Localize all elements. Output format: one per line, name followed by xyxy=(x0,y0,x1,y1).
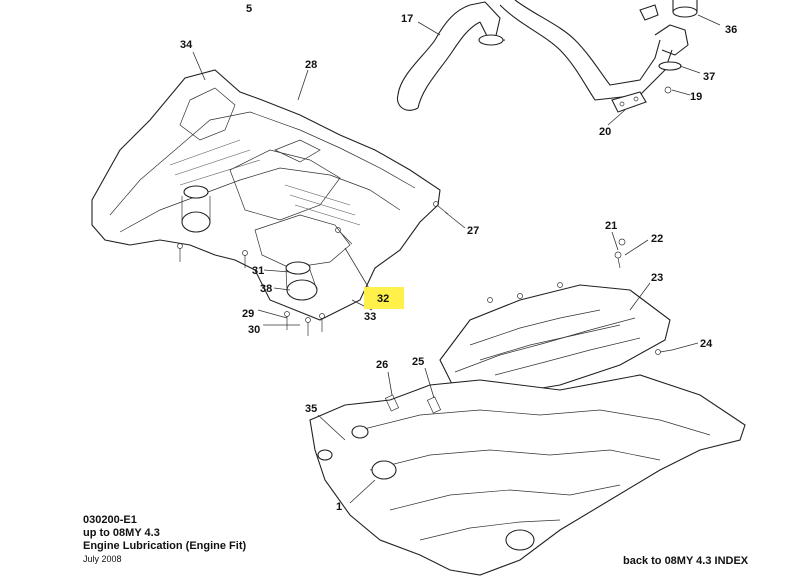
diagram-title: Engine Lubrication (Engine Fit) xyxy=(83,540,247,552)
callout-19[interactable]: 19 xyxy=(690,91,702,103)
callout-29[interactable]: 29 xyxy=(242,308,254,320)
callout-labels: 5 17 36 34 28 37 19 20 21 22 27 31 23 38… xyxy=(180,3,737,513)
oil-hose-assembly xyxy=(396,0,698,113)
callout-21[interactable]: 21 xyxy=(605,220,617,232)
diagram-caption: 030200-E1 up to 08MY 4.3 Engine Lubricat… xyxy=(83,514,246,566)
callout-33[interactable]: 33 xyxy=(364,311,376,323)
callout-37[interactable]: 37 xyxy=(703,71,715,83)
callout-35[interactable]: 35 xyxy=(305,403,317,415)
callout-36[interactable]: 36 xyxy=(725,24,737,36)
callout-5[interactable]: 5 xyxy=(246,3,252,15)
callout-23[interactable]: 23 xyxy=(651,272,663,284)
callout-30[interactable]: 30 xyxy=(248,324,260,336)
callout-26[interactable]: 26 xyxy=(376,359,388,371)
lower-sump-assembly xyxy=(309,238,746,576)
callout-24[interactable]: 24 xyxy=(700,338,713,350)
leader-lines xyxy=(192,14,721,504)
callout-20[interactable]: 20 xyxy=(599,126,611,138)
callout-28[interactable]: 28 xyxy=(305,59,317,71)
callout-34[interactable]: 34 xyxy=(180,39,193,51)
callout-27[interactable]: 27 xyxy=(467,225,479,237)
callout-32[interactable]: 32 xyxy=(377,293,389,305)
callout-22[interactable]: 22 xyxy=(651,233,663,245)
callout-31[interactable]: 31 xyxy=(252,265,264,277)
model-range: up to 08MY 4.3 xyxy=(83,527,160,539)
callout-32-highlight xyxy=(364,287,404,309)
diagram-code: 030200-E1 xyxy=(83,514,137,526)
callout-1[interactable]: 1 xyxy=(336,501,342,513)
callout-25[interactable]: 25 xyxy=(412,356,424,368)
callout-38[interactable]: 38 xyxy=(260,283,272,295)
callout-17[interactable]: 17 xyxy=(401,13,413,25)
back-to-index-link[interactable]: back to 08MY 4.3 INDEX xyxy=(623,555,749,567)
upper-sump-assembly xyxy=(91,69,449,336)
diagram-date: July 2008 xyxy=(83,554,122,564)
